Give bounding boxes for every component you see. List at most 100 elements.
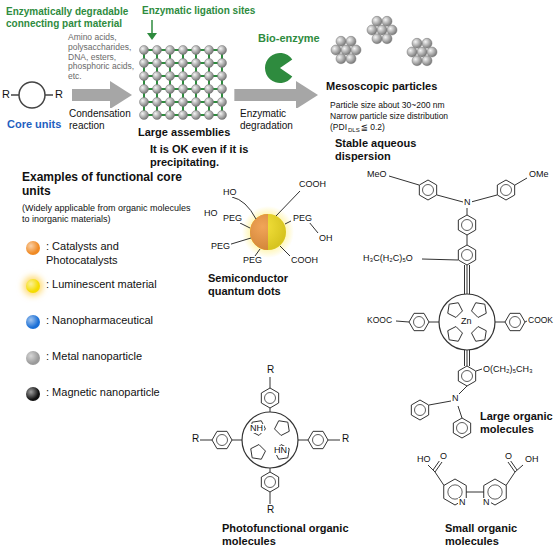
core-sphere [140,111,149,120]
core-sphere [192,111,201,120]
process-arrow [72,89,112,101]
aromatic-circle [488,485,502,499]
triple-bond [464,265,465,294]
core-sphere [218,111,227,120]
core-sphere [179,46,188,55]
aromatic-circle [415,405,426,416]
legend-swatch [26,241,40,255]
substituent-label: R [2,88,10,101]
text-label: (Widely applicable from organic molecule… [22,203,197,225]
aromatic-circle [265,393,276,404]
core-sphere [140,46,149,55]
core-sphere [140,85,149,94]
particle-sphere [367,25,377,35]
core-sphere [153,46,162,55]
aromatic-circle [462,250,473,261]
benzene-ring [212,431,232,448]
bond-line [270,492,271,504]
atom-label: H₃C(H₂C)₅O [362,254,414,263]
core-sphere [179,72,188,81]
legend-swatch [26,315,40,329]
text-label: Large organic molecules [480,410,558,436]
atom-label: PEG [222,214,243,223]
text-label: It is OK even if it is precipitating. [150,143,285,169]
core-sphere [166,72,175,81]
core-sphere [205,59,214,68]
aromatic-circle [462,220,473,231]
aromatic-circle [448,485,462,499]
text-label: Amino acids, polysaccharides, DNA, ester… [68,33,138,82]
bond-line [515,178,527,185]
pyrrole-ring [275,421,290,436]
node-title: Mesoscopic particles [326,80,437,93]
text-label: Examples of functional core units [22,170,187,199]
atom-label: COOK [527,316,554,325]
bond-line [45,94,53,96]
core-sphere [192,98,201,107]
node-title: Core units [7,118,61,131]
bond-line [270,377,271,388]
atom-label: OMe [528,170,550,179]
quantum-dot-shine [250,214,286,250]
benzene-ring [453,418,470,438]
particle-sphere [377,25,387,35]
core-sphere [166,59,175,68]
text-label: Enzymatically degradable connecting part… [6,6,138,30]
atom-label: HO [203,209,219,218]
atom-label: N [451,394,460,403]
bond-line [389,176,419,185]
atom-label: N [458,498,467,507]
quantum-dot-core [250,214,286,250]
atom-label: COOH [298,180,327,189]
bond-line [429,322,439,323]
benzene-ring [458,215,475,235]
bond-line [466,492,484,493]
core-sphere [179,85,188,94]
benzene-ring [308,431,328,448]
atom-label: R [191,434,200,444]
bond-line [422,259,458,260]
bond-line [467,235,468,245]
pyrrole-ring [251,445,266,460]
particle-sphere [346,36,356,46]
enzyme-icon [265,53,292,83]
text-label: Narrow particle size distribution [330,111,448,121]
bond-line [495,322,505,323]
core-sphere [140,59,149,68]
peg-chain [255,249,260,256]
pyrrole-ring [448,303,463,318]
particle-sphere [412,56,422,66]
particle-sphere [387,25,397,35]
atom-label: O(CH₂)₅CH₃ [482,365,534,374]
legend-text: : Luminescent material [46,278,166,292]
atom-label: HO [416,455,432,464]
core-sphere [166,111,175,120]
atom-label: R [266,505,275,515]
particle-sphere [382,34,392,44]
core-sphere [218,46,227,55]
aromatic-circle [462,371,473,382]
bond-line [459,386,467,394]
ligation-arrow [151,20,153,34]
core-sphere [153,98,162,107]
node-title: Large assemblies [138,126,230,139]
core-sphere [179,111,188,120]
atom-label: R [266,365,275,375]
bond-line [471,195,497,202]
bond-line [510,460,517,470]
benzene-ring [409,313,429,330]
triple-bond [469,265,470,294]
atom-label: O [439,452,448,461]
atom-label: MeO [366,170,388,179]
porphyrin-macrocycle [439,294,495,350]
atom-label: PEG [210,242,231,251]
core-sphere [218,85,227,94]
peg-chain [309,222,318,233]
text-label: Photofunctional organic molecules [222,522,357,548]
bond-line [435,462,442,472]
particle-sphere [336,54,346,64]
peg-chain [285,221,291,224]
core-sphere [218,59,227,68]
peg-chain [276,191,300,216]
